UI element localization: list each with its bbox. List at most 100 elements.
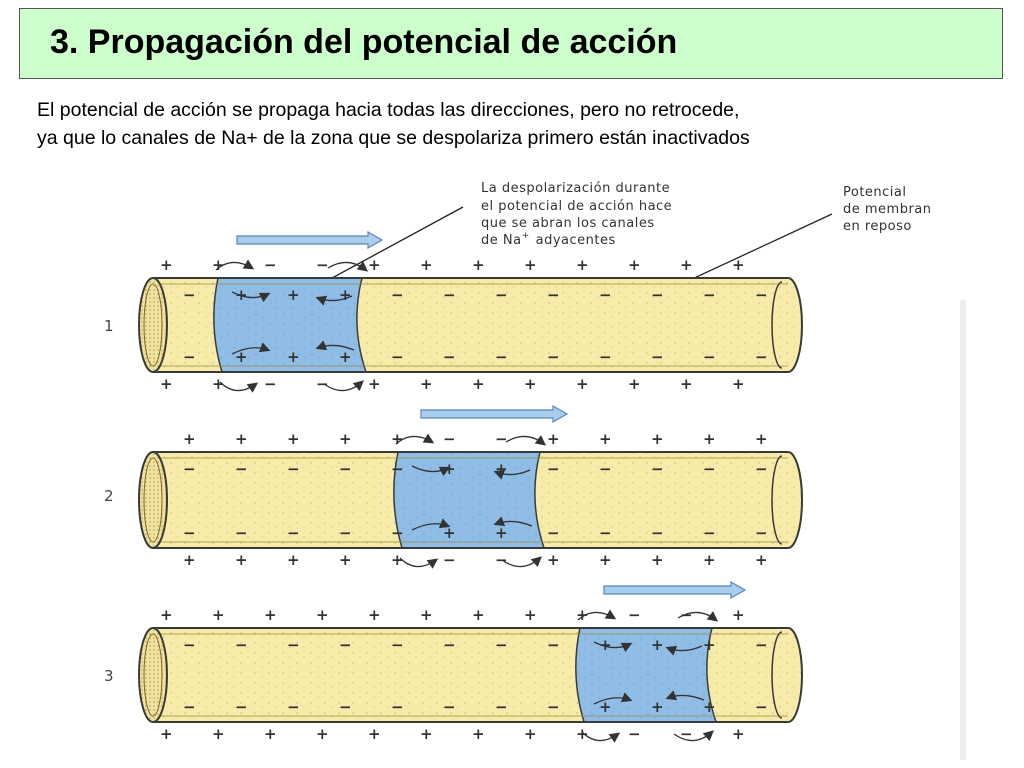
- charge-outer-top: +: [160, 256, 173, 274]
- charge-outer-bottom: +: [524, 375, 537, 393]
- charge-inner-top: −: [547, 286, 560, 304]
- axon-stage-1: ++++−−−−++++++++++++++++−−++++++−−−−−−−−…: [138, 230, 803, 393]
- charge-outer-top: +: [212, 606, 225, 624]
- local-current-arrow: [327, 261, 369, 272]
- charge-outer-top: +: [732, 256, 745, 274]
- charge-inner-bottom: −: [443, 698, 456, 716]
- charge-outer-top: +: [547, 430, 560, 448]
- local-current-arrow: [231, 342, 271, 355]
- stage-number-3: 3: [104, 667, 114, 685]
- charge-inner-bottom: −: [235, 698, 248, 716]
- charge-inner-top: −: [495, 286, 508, 304]
- charge-outer-bottom: −: [443, 551, 456, 569]
- charge-outer-top: −: [316, 256, 329, 274]
- local-current-arrow: [219, 381, 259, 393]
- local-current-arrow: [501, 556, 542, 568]
- charge-outer-bottom: +: [755, 551, 768, 569]
- charge-outer-bottom: +: [420, 725, 433, 743]
- annotation-left-tail: adyacentes: [536, 233, 616, 248]
- charge-inner-top: −: [391, 460, 404, 478]
- charge-inner-bottom: +: [287, 348, 300, 366]
- axon-right-end: [771, 281, 783, 369]
- title-box: 3. Propagación del potencial de acción: [19, 8, 1003, 79]
- charge-outer-bottom: +: [472, 375, 485, 393]
- depolarized-zone: [393, 451, 546, 549]
- axon-right-end: [771, 631, 783, 719]
- annotation-left-superscript: +: [522, 231, 530, 241]
- charge-outer-top: +: [264, 606, 277, 624]
- charge-outer-bottom: +: [264, 725, 277, 743]
- charge-inner-top: −: [547, 636, 560, 654]
- charge-inner-bottom: −: [547, 524, 560, 542]
- charge-inner-bottom: −: [651, 524, 664, 542]
- local-current-arrow: [677, 611, 719, 622]
- charge-inner-top: −: [651, 286, 664, 304]
- charge-inner-bottom: −: [755, 698, 768, 716]
- charge-inner-top: −: [339, 460, 352, 478]
- axon-left-end: [138, 277, 168, 373]
- charge-outer-top: +: [703, 430, 716, 448]
- charge-outer-bottom: +: [287, 551, 300, 569]
- charge-outer-top: +: [235, 430, 248, 448]
- charge-outer-top: +: [420, 606, 433, 624]
- local-current-arrow: [593, 641, 633, 653]
- charge-outer-bottom: +: [212, 375, 225, 393]
- annotation-left-line-4: de Na+adyacentes: [481, 231, 616, 248]
- charge-inner-top: −: [599, 460, 612, 478]
- charge-inner-bottom: −: [183, 698, 196, 716]
- charge-outer-top: +: [576, 256, 589, 274]
- charge-inner-bottom: −: [183, 524, 196, 542]
- charge-inner-bottom: −: [443, 348, 456, 366]
- charge-inner-top: −: [183, 460, 196, 478]
- charge-inner-top: −: [183, 286, 196, 304]
- charge-inner-bottom: −: [651, 348, 664, 366]
- charge-outer-bottom: −: [316, 375, 329, 393]
- charge-inner-top: −: [703, 286, 716, 304]
- charge-inner-top: −: [287, 636, 300, 654]
- annotation-left: La despolarización durante el potencial …: [481, 181, 672, 248]
- charge-outer-bottom: +: [680, 375, 693, 393]
- intro-text: El potencial de acción se propaga hacia …: [37, 96, 997, 152]
- charge-outer-top: +: [420, 256, 433, 274]
- charge-outer-top: +: [755, 430, 768, 448]
- charge-inner-bottom: −: [287, 524, 300, 542]
- charge-inner-top: +: [495, 460, 508, 478]
- local-current-arrow: [215, 259, 255, 271]
- charge-outer-top: +: [183, 430, 196, 448]
- charge-outer-bottom: +: [576, 725, 589, 743]
- charge-outer-top: −: [680, 606, 693, 624]
- axon-left-end-inner: [143, 457, 163, 543]
- charge-inner-bottom: −: [495, 348, 508, 366]
- charge-outer-bottom: +: [368, 375, 381, 393]
- charge-inner-top: −: [443, 286, 456, 304]
- charge-outer-top: +: [524, 606, 537, 624]
- charge-inner-bottom: −: [495, 698, 508, 716]
- stage-number-1: 1: [104, 317, 114, 335]
- charge-outer-top: +: [472, 256, 485, 274]
- charge-outer-top: −: [443, 430, 456, 448]
- charge-inner-top: −: [755, 286, 768, 304]
- local-current-arrow: [505, 435, 547, 446]
- charge-inner-bottom: −: [703, 524, 716, 542]
- charge-outer-top: +: [524, 256, 537, 274]
- depolarized-zone: [575, 627, 718, 723]
- charge-inner-bottom: −: [755, 524, 768, 542]
- local-current-arrow: [315, 295, 353, 306]
- charge-outer-top: +: [651, 430, 664, 448]
- charge-outer-top: +: [160, 606, 173, 624]
- annotation-left-line-1: La despolarización durante: [481, 181, 670, 196]
- charge-outer-bottom: +: [235, 551, 248, 569]
- charge-inner-bottom: +: [703, 698, 716, 716]
- propagation-arrow: [236, 230, 384, 250]
- charge-outer-top: +: [732, 606, 745, 624]
- local-current-arrow: [399, 557, 439, 569]
- axon-stage-2: ++++++++++−−−−++++++++++−−−−−−−−−−++++−−…: [138, 404, 803, 569]
- annotation-right-line-1: Potencial: [843, 185, 907, 200]
- charge-outer-top: +: [628, 256, 641, 274]
- charge-inner-bottom: −: [755, 348, 768, 366]
- axon-left-end: [138, 451, 168, 549]
- charge-outer-bottom: −: [628, 725, 641, 743]
- charge-outer-bottom: +: [599, 551, 612, 569]
- charge-outer-bottom: +: [628, 375, 641, 393]
- charge-inner-top: −: [443, 636, 456, 654]
